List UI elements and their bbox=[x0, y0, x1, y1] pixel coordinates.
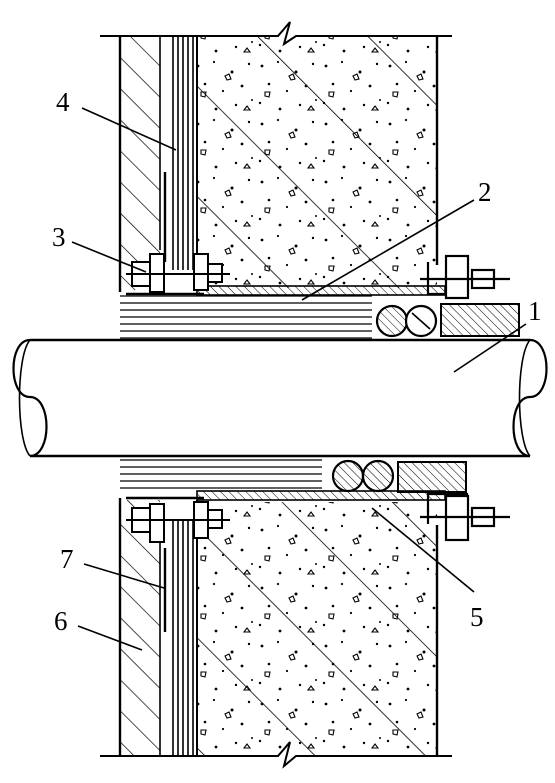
leader-lines bbox=[71, 107, 527, 651]
bolt-assembly-lower bbox=[126, 496, 230, 543]
callout-label-6: 6 bbox=[54, 606, 68, 636]
masonry-wall-upper bbox=[118, 36, 161, 292]
callout-label-5: 5 bbox=[470, 602, 484, 632]
break-line-bottom bbox=[100, 741, 452, 769]
concrete-wall-upper bbox=[196, 36, 439, 290]
callout-label-3: 3 bbox=[52, 222, 66, 252]
callout-label-4: 4 bbox=[56, 87, 70, 117]
callout-label-2: 2 bbox=[478, 177, 492, 207]
callout-label-7: 7 bbox=[60, 544, 74, 574]
sealing-rings-upper bbox=[375, 303, 520, 338]
callout-labels: 1 2 3 4 5 6 7 bbox=[52, 87, 542, 636]
membrane-layers-upper bbox=[163, 36, 194, 270]
casing-pipe-upper bbox=[196, 285, 446, 296]
sealing-rings-lower bbox=[331, 459, 467, 493]
packing-lower bbox=[120, 459, 322, 489]
flange-upper-right bbox=[420, 254, 510, 300]
break-line-top bbox=[100, 21, 452, 47]
concrete-wall-lower bbox=[196, 500, 439, 756]
membrane-layers-lower bbox=[163, 520, 194, 756]
callout-label-1: 1 bbox=[528, 296, 542, 326]
flange-lower-right bbox=[420, 492, 510, 542]
packing-upper bbox=[120, 295, 372, 339]
through-pipe bbox=[12, 338, 548, 458]
